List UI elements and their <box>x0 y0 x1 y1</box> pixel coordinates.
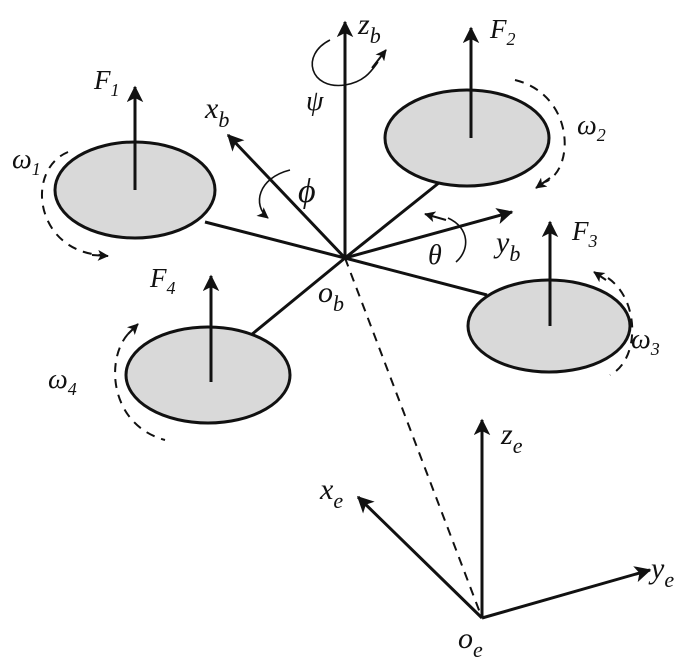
body-y-axis-arrow <box>344 208 514 260</box>
arm-4 <box>244 256 346 342</box>
rotor-1-speed-label: ω1 <box>12 144 41 179</box>
thrust-f2-label: F2 <box>489 14 516 49</box>
body-origin-label: ob <box>318 276 344 316</box>
rotor-2-speed-label: ω2 <box>577 110 606 145</box>
rotor-2-spin-arrowhead <box>535 177 551 189</box>
arm-3 <box>344 256 488 297</box>
roll-angle-label: ϕ <box>298 173 316 210</box>
rotor-1-spin-arc <box>41 151 101 256</box>
rotor-4-spin-arrowhead <box>126 323 139 336</box>
rotor-3-speed-label: ω3 <box>631 324 660 359</box>
body-z-axis-label: zb <box>357 8 381 48</box>
earth-z-axis-label: ze <box>500 418 523 458</box>
rotor-4-spin-arc <box>114 333 166 441</box>
frame-link-dashed-line <box>344 257 483 619</box>
earth-y-axis-label: ye <box>648 552 674 592</box>
pitch-rotation-arc <box>447 217 467 263</box>
rotor-3-spin-arc <box>607 277 634 376</box>
earth-x-axis-label: xe <box>319 473 343 513</box>
earth-origin-label: oe <box>458 622 483 662</box>
roll-rotation-arc <box>256 169 291 219</box>
yaw-angle-label: ψ <box>306 86 324 117</box>
rotor-3-spin-arrowhead <box>593 271 607 283</box>
body-x-axis-label: xb <box>204 92 229 132</box>
rotor-1-spin-arrowhead <box>91 249 109 261</box>
yaw-rotation-arc <box>311 39 379 87</box>
thrust-f4-label: F4 <box>149 263 176 298</box>
arm-2 <box>344 180 441 260</box>
rotor-2-spin-arc <box>514 79 566 183</box>
earth-x-axis-arrow <box>356 495 484 620</box>
yaw-arrowhead <box>371 49 387 69</box>
arm-1 <box>204 220 346 260</box>
rotor-4-speed-label: ω4 <box>48 364 77 399</box>
thrust-f3-label: F3 <box>571 216 598 251</box>
thrust-f1-label: F1 <box>93 65 120 100</box>
rotor-4 <box>124 325 292 425</box>
pitch-arrowhead <box>424 211 447 223</box>
earth-y-axis-arrow <box>481 566 652 620</box>
rotor-2 <box>383 88 551 188</box>
body-y-axis-label: yb <box>493 226 520 266</box>
body-x-axis-arrow <box>226 133 347 260</box>
pitch-angle-label: θ <box>428 240 442 271</box>
